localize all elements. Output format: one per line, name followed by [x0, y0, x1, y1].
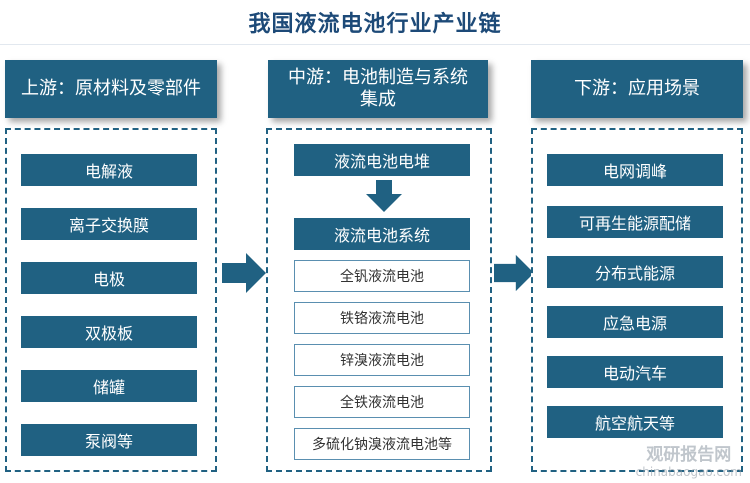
upstream-item: 离子交换膜	[21, 208, 197, 240]
upstream-item: 双极板	[21, 316, 197, 348]
midstream-box: 液流电池电堆 液流电池系统 全钒液流电池 铁铬液流电池 锌溴液流电池 全铁液流电…	[266, 128, 492, 472]
upstream-item: 电极	[21, 262, 197, 294]
downstream-item: 可再生能源配储	[547, 206, 723, 238]
upstream-box: 电解液 离子交换膜 电极 双极板 储罐 泵阀等	[5, 128, 217, 472]
flow-arrow-right-icon	[222, 253, 266, 293]
upstream-item: 电解液	[21, 154, 197, 186]
upstream-item: 泵阀等	[21, 424, 197, 456]
downstream-item: 分布式能源	[547, 256, 723, 288]
downstream-item: 航空航天等	[547, 406, 723, 438]
battery-type-item: 全铁液流电池	[294, 386, 470, 418]
downstream-item: 应急电源	[547, 306, 723, 338]
diagram-title: 我国液流电池行业产业链	[248, 11, 502, 37]
downstream-box: 电网调峰 可再生能源配储 分布式能源 应急电源 电动汽车 航空航天等	[531, 128, 743, 472]
battery-system-box: 液流电池系统	[294, 218, 470, 250]
title-divider	[0, 44, 750, 45]
watermark: 观研报告网 chinabaogao.com	[636, 440, 742, 479]
flow-arrow-down-icon	[366, 180, 402, 212]
battery-type-item: 铁铬液流电池	[294, 302, 470, 334]
battery-type-item: 全钒液流电池	[294, 260, 470, 292]
downstream-item: 电网调峰	[547, 154, 723, 186]
watermark-en: chinabaogao.com	[635, 465, 742, 479]
battery-stack-box: 液流电池电堆	[294, 144, 470, 176]
midstream-header: 中游：电池制造与系统集成	[268, 60, 488, 118]
upstream-header: 上游：原材料及零部件	[5, 60, 217, 118]
flow-arrow-right-icon	[494, 254, 534, 292]
upstream-item: 储罐	[21, 370, 197, 402]
watermark-cn: 观研报告网	[646, 445, 732, 465]
battery-type-item: 多硫化钠溴液流电池等	[294, 428, 470, 460]
downstream-item: 电动汽车	[547, 356, 723, 388]
battery-type-item: 锌溴液流电池	[294, 344, 470, 376]
downstream-header: 下游：应用场景	[531, 60, 743, 118]
